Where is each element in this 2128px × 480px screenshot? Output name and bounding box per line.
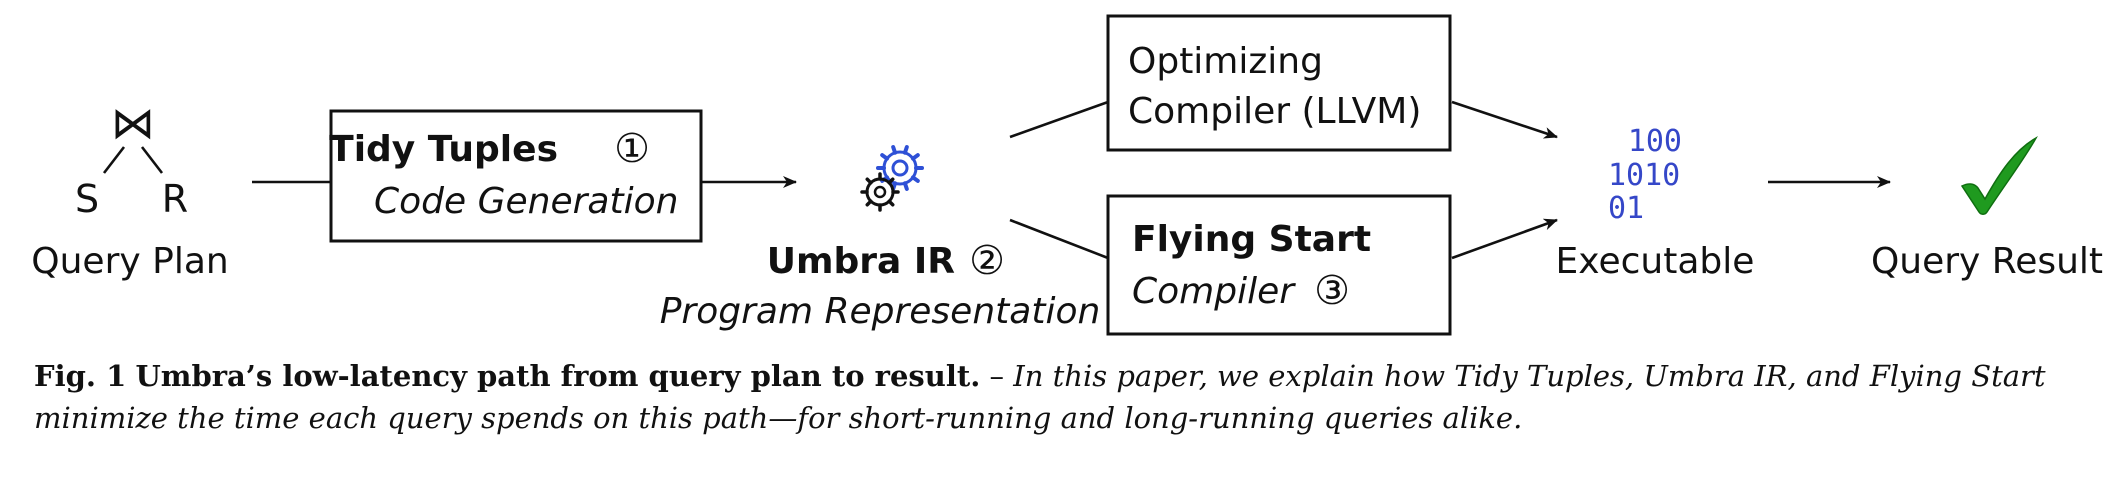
- flying-start-subtitle: Compiler: [1132, 271, 1296, 312]
- gear-tooth: [887, 199, 895, 207]
- optimizing-compiler-line2: Compiler (LLVM): [1128, 91, 1421, 132]
- caption-body: In this paper, we explain how Tidy Tuple…: [34, 359, 2046, 435]
- relation-r: R: [162, 177, 188, 221]
- binary-line-3: 01: [1608, 191, 1644, 226]
- query-plan-label: Query Plan: [31, 241, 228, 282]
- caption-dash: –: [980, 359, 1014, 393]
- optimizing-compiler-line1: Optimizing: [1128, 41, 1323, 82]
- step-1-marker: ①: [614, 126, 650, 172]
- gear-tooth: [891, 145, 898, 155]
- relation-s: S: [75, 177, 99, 221]
- gears-icon: [860, 145, 924, 212]
- optimizing-compiler-box: Optimizing Compiler (LLVM): [1106, 14, 1452, 152]
- join-symbol: ⋈: [111, 98, 155, 149]
- executable-label: Executable: [1556, 241, 1755, 282]
- flying-start-title: Flying Start: [1132, 219, 1371, 260]
- gear-tooth: [902, 181, 909, 191]
- binary-line-1: 100: [1628, 124, 1682, 159]
- arrow-flying-start-to-executable: [1451, 218, 1558, 260]
- gear-tooth: [880, 153, 890, 161]
- gear-tooth: [887, 177, 895, 185]
- query-result-label: Query Result: [1871, 241, 2103, 282]
- tidy-tuples-box: Tidy Tuples ① Code Generation: [329, 109, 703, 243]
- tree-edge-left: [102, 146, 126, 174]
- gear-tooth: [902, 145, 909, 155]
- caption-title: Umbra’s low-latency path from query plan…: [135, 359, 981, 393]
- connector-ir-to-flying-start: [1009, 218, 1109, 260]
- arrow-optimizing-to-executable: [1451, 100, 1558, 139]
- umbra-ir-title: Umbra IR: [767, 241, 955, 282]
- step-3-marker: ③: [1314, 268, 1350, 314]
- tidy-tuples-title: Tidy Tuples: [329, 129, 558, 170]
- tree-edge-right: [140, 146, 164, 174]
- checkmark-icon: [1960, 136, 2038, 215]
- query-plan: ⋈ S R Query Plan: [31, 98, 228, 282]
- figure-caption: Fig. 1 Umbra’s low-latency path from que…: [34, 355, 2104, 439]
- connector-ir-to-optimizing: [1009, 100, 1109, 139]
- step-2-marker: ②: [969, 238, 1005, 284]
- gear-tooth: [910, 153, 920, 161]
- tidy-tuples-subtitle: Code Generation: [374, 181, 678, 222]
- gear-tooth: [910, 175, 920, 183]
- caption-label: Fig. 1: [34, 359, 127, 393]
- flying-start-box: Flying Start Compiler ③: [1106, 194, 1452, 336]
- gear-tooth: [865, 177, 873, 185]
- gear-tooth: [865, 199, 873, 207]
- binary-line-2: 1010: [1608, 158, 1680, 193]
- umbra-ir-subtitle: Program Representation: [660, 291, 1101, 332]
- binary-code-icon: 100 1010 01: [1608, 124, 1682, 226]
